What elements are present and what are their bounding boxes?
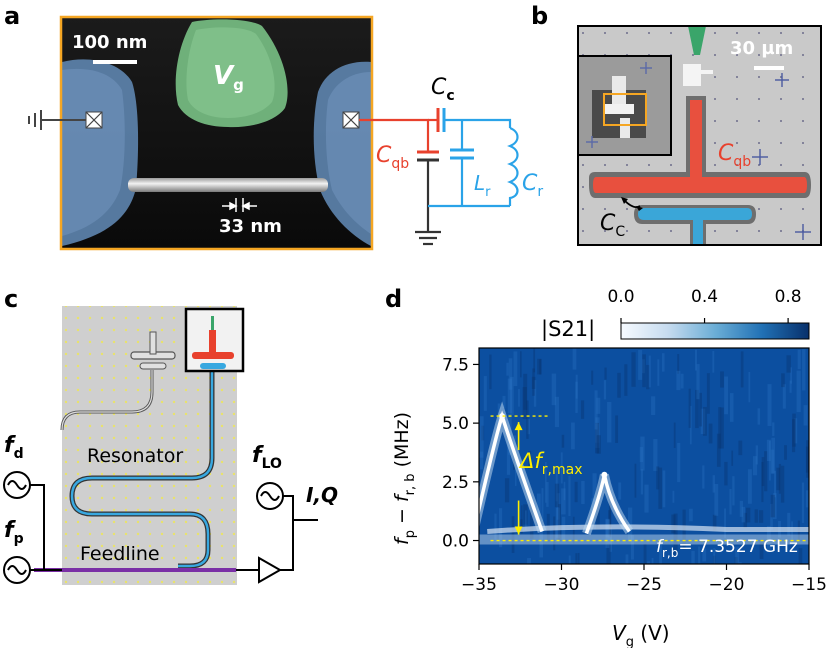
scale-bar-a <box>93 60 137 64</box>
width-label: 33 nm <box>219 216 282 237</box>
delta-arrowhead-bottom <box>514 526 523 535</box>
feedline-label: Feedline <box>80 543 160 565</box>
fr-b-label: fr,b= 7.3527 GHz <box>656 537 798 560</box>
delta-label: Δfr,max <box>518 449 582 478</box>
contact-left-marker <box>85 111 103 129</box>
x-tick-label: −15 <box>791 575 827 595</box>
colorbar-tick-label: 0.0 <box>607 287 634 307</box>
probe-source-icon <box>3 556 31 584</box>
amplifier-icon <box>258 556 283 584</box>
scale-bar-label-b: 30 µm <box>730 38 793 59</box>
panel-label-a: a <box>4 2 20 30</box>
circuit-cqb-label: Cqb <box>376 143 409 172</box>
circuit-cc-label: Cc <box>431 75 455 104</box>
scale-bar-label-a: 100 nm <box>72 32 147 53</box>
heatmap <box>478 347 810 565</box>
x-tick-label: −30 <box>544 575 580 595</box>
circuit-diagram <box>359 108 519 246</box>
x-axis: −35 −30 −25 −20 −15 <box>461 564 827 595</box>
y-axis: 0.0 2.5 5.0 7.5 <box>442 355 479 552</box>
fd-label: fd <box>4 433 24 462</box>
peak-point <box>499 413 506 420</box>
resonator-label: Resonator <box>87 445 183 467</box>
chip-schematic <box>34 306 245 585</box>
y-axis-label: fp − fr, b (MHz) <box>391 412 418 545</box>
circuit-cr-label: Cr <box>522 171 543 200</box>
colorbar-tick-label: 0.4 <box>691 287 718 307</box>
x-tick-label: −20 <box>709 575 745 595</box>
fp-label: fp <box>4 518 24 547</box>
iq-label: I,Q <box>306 483 338 507</box>
colorbar: 0.0 0.4 0.8 <box>607 287 810 340</box>
drive-source-icon <box>3 471 31 499</box>
contact-right-marker <box>342 111 360 129</box>
optical-cc-arrowhead-2 <box>636 206 643 211</box>
width-marker <box>222 198 257 212</box>
wiring <box>30 484 318 571</box>
x-axis-label: Vg (V) <box>612 621 670 648</box>
ground-left-icon <box>28 110 86 130</box>
optical-image <box>577 25 822 246</box>
optical-cqb-label: Cqb <box>718 141 751 170</box>
colorbar-label: |S21| <box>541 317 595 342</box>
x-tick-label: −25 <box>626 575 662 595</box>
panel-label-d: d <box>385 285 402 313</box>
y-tick-label: 2.5 <box>442 473 469 493</box>
peak-point <box>601 471 608 478</box>
panel-label-b: b <box>531 2 548 30</box>
scale-bar-b <box>754 66 784 70</box>
sem-image <box>59 15 374 251</box>
y-tick-label: 0.0 <box>442 532 469 552</box>
panel-label-c: c <box>4 285 18 313</box>
colorbar-tick-label: 0.8 <box>775 287 802 307</box>
delta-annotation <box>490 415 806 542</box>
delta-arrowhead-top <box>514 422 523 431</box>
y-tick-label: 5.0 <box>442 414 469 434</box>
circuit-lr-label: Lr <box>474 171 491 200</box>
flo-label: fLO <box>252 443 282 472</box>
gate-label: Vg <box>213 61 244 94</box>
optical-cc-label: CC <box>600 211 625 240</box>
y-tick-label: 7.5 <box>442 355 469 375</box>
lo-source-icon <box>256 482 284 510</box>
x-tick-label: −35 <box>461 575 497 595</box>
optical-cc-arrowhead <box>621 197 628 204</box>
